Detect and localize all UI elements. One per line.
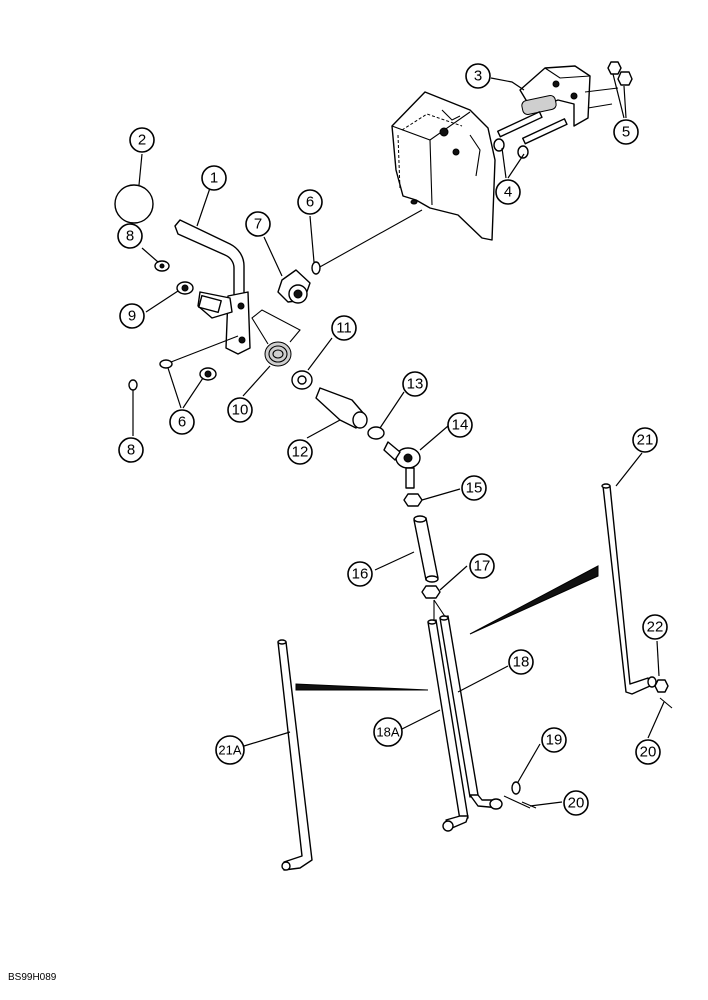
callout-21: 21 [632, 427, 658, 453]
callout-13: 13 [402, 371, 428, 397]
callout-11: 11 [331, 315, 357, 341]
svg-text:8: 8 [126, 228, 134, 245]
callout-2: 2 [129, 127, 155, 153]
svg-text:3: 3 [474, 68, 482, 85]
callout-3: 3 [465, 63, 491, 89]
control-rod-21a [277, 639, 313, 871]
callout-17: 17 [469, 553, 495, 579]
callout-19: 19 [541, 727, 567, 753]
control-rod-21 [601, 483, 657, 695]
callout-22: 22 [642, 614, 668, 640]
callout-9: 9 [119, 303, 145, 329]
svg-text:20: 20 [640, 744, 657, 761]
callout-18: 18 [508, 649, 534, 675]
lever-knob [114, 184, 154, 224]
svg-text:20: 20 [568, 795, 585, 812]
lever-pivot-bracket [519, 65, 619, 127]
callout-14: 14 [447, 412, 473, 438]
svg-text:6: 6 [306, 194, 314, 211]
callout-8-upper: 8 [117, 223, 143, 249]
svg-text:17: 17 [474, 558, 491, 575]
callout-1: 1 [201, 165, 227, 191]
small-washers-left [128, 260, 239, 391]
clip-pin-lower [503, 781, 537, 809]
callout-18a: 18A [373, 717, 403, 747]
svg-text:16: 16 [352, 566, 369, 583]
svg-text:14: 14 [452, 417, 469, 434]
bolts [493, 111, 568, 159]
callout-20-lower: 20 [563, 790, 589, 816]
callout-6-upper: 6 [297, 189, 323, 215]
callout-16: 16 [347, 561, 373, 587]
callout-12: 12 [287, 439, 313, 465]
svg-text:13: 13 [407, 376, 424, 393]
svg-text:11: 11 [336, 320, 352, 337]
pointer-wedge-left [295, 683, 429, 691]
jam-nut-15 [403, 493, 423, 507]
leader-lines [132, 73, 665, 807]
svg-text:6: 6 [178, 414, 186, 431]
torsion-spring [251, 309, 301, 367]
washer-13 [367, 426, 385, 440]
thrust-washer-hole [297, 375, 307, 385]
callout-10: 10 [227, 397, 253, 423]
svg-text:19: 19 [546, 732, 563, 749]
callout-15: 15 [461, 475, 487, 501]
svg-text:8: 8 [127, 442, 135, 459]
svg-text:22: 22 [647, 619, 664, 636]
callout-5: 5 [613, 119, 639, 145]
svg-text:10: 10 [232, 402, 249, 419]
svg-text:9: 9 [128, 308, 136, 325]
callout-8-lower: 8 [118, 437, 144, 463]
svg-text:7: 7 [254, 216, 262, 233]
callout-21a: 21A [215, 735, 245, 765]
callout-20-right: 20 [635, 739, 661, 765]
pivot-pin [315, 387, 368, 429]
svg-text:18: 18 [513, 654, 530, 671]
svg-text:5: 5 [622, 124, 630, 141]
washer-upper [311, 261, 321, 275]
svg-text:21: 21 [637, 432, 654, 449]
rod-end [383, 441, 421, 469]
support-bracket [391, 91, 496, 241]
figure-code: BS99H089 [8, 972, 57, 983]
pointer-wedge-right [469, 565, 599, 635]
control-rods-pair [427, 599, 503, 832]
connector-tube [413, 515, 439, 583]
svg-text:4: 4 [504, 184, 512, 201]
pivot-shaft-line [317, 209, 423, 269]
clip-pin-right [654, 679, 673, 709]
svg-text:12: 12 [292, 444, 309, 461]
nuts [607, 61, 633, 86]
svg-text:2: 2 [138, 132, 146, 149]
callout-4: 4 [495, 179, 521, 205]
callout-6-lower: 6 [169, 409, 195, 435]
svg-text:1: 1 [210, 170, 218, 187]
callout-7: 7 [245, 211, 271, 237]
rod-end-stem [405, 467, 415, 489]
bushing [277, 269, 311, 304]
svg-text:21A: 21A [218, 743, 241, 758]
svg-text:18A: 18A [376, 725, 399, 740]
svg-text:15: 15 [466, 480, 483, 497]
jam-nut-17 [421, 585, 441, 599]
